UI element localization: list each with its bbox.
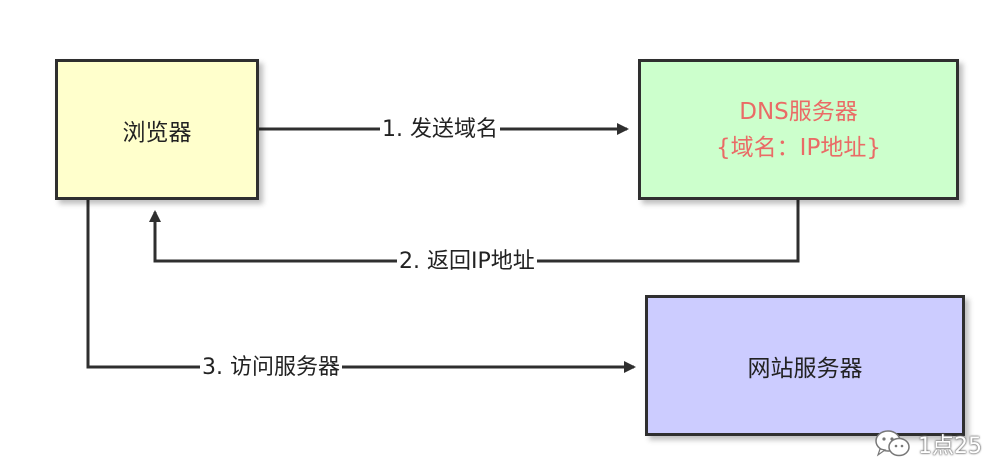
return-ip-label: 2. 返回IP地址 xyxy=(397,249,537,275)
watermark-text: 1点25 xyxy=(918,434,982,459)
dns-record-label: {域名：IP地址} xyxy=(716,134,881,161)
browser-node: 浏览器 xyxy=(55,59,259,200)
web-server-node: 网站服务器 xyxy=(645,295,965,436)
wechat-icon xyxy=(875,430,910,457)
browser-label: 浏览器 xyxy=(122,119,192,146)
dns-server-node: DNS服务器 {域名：IP地址} xyxy=(638,59,959,200)
dns-server-label: DNS服务器 xyxy=(739,98,858,125)
visit-server-label: 3. 访问服务器 xyxy=(200,355,342,381)
edge-visit-server xyxy=(86,200,636,373)
watermark: 1点25 xyxy=(874,428,982,460)
web-server-label: 网站服务器 xyxy=(747,355,863,382)
send-domain-label: 1. 发送域名 xyxy=(380,117,500,143)
